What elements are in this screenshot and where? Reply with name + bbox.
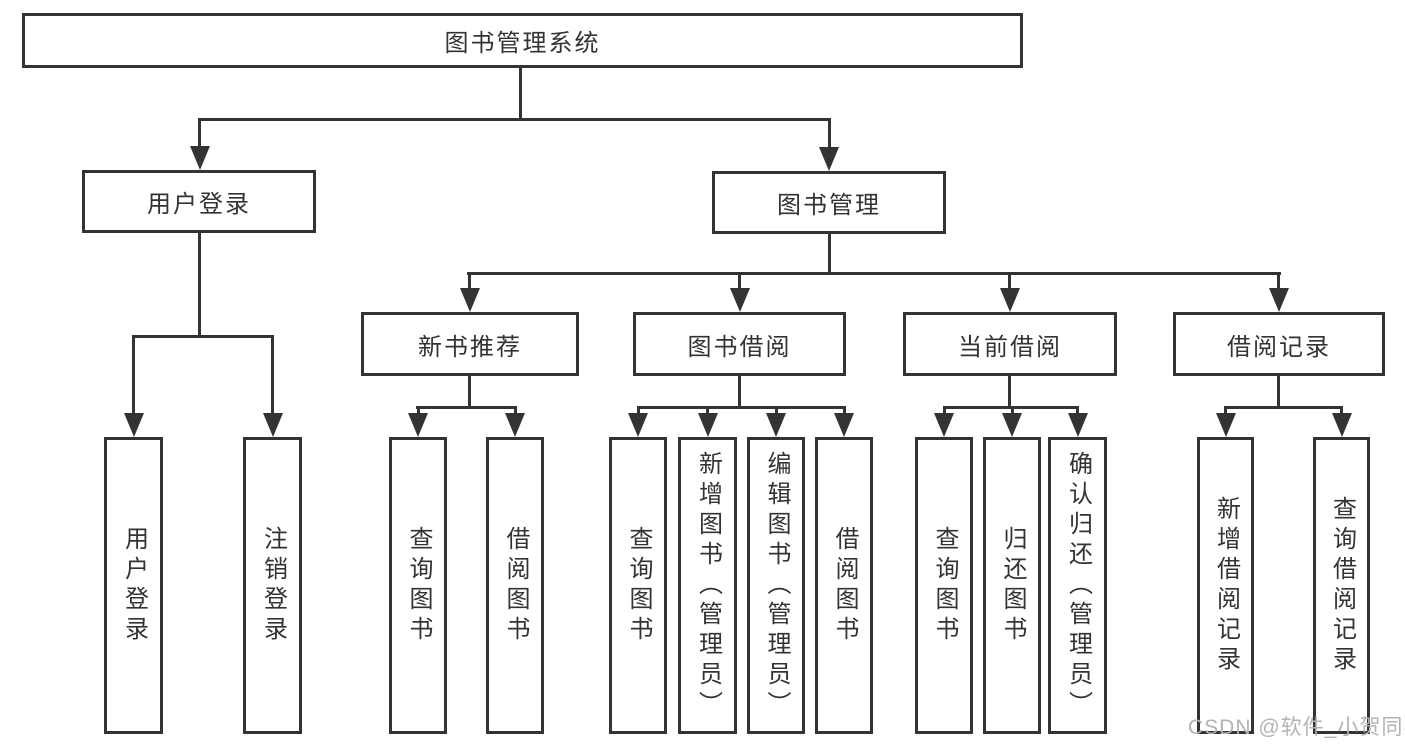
connector-line	[514, 406, 517, 417]
connector-line	[198, 118, 201, 148]
connector-line	[467, 272, 1281, 275]
leaf-logout: 注销登录	[243, 437, 302, 734]
node-new-book-recommend: 新书推荐	[361, 312, 579, 376]
connector-line	[1008, 376, 1011, 409]
connector-line	[1008, 272, 1011, 290]
node-current-borrowing: 当前借阅	[903, 312, 1117, 376]
arrow-down-icon	[505, 413, 525, 437]
arrow-down-icon	[1068, 413, 1088, 437]
connector-line	[132, 335, 274, 338]
connector-line	[132, 335, 135, 415]
connector-line	[1076, 406, 1079, 417]
leaf-borrowing-add-books-admin: 新增图书（管理员）	[678, 437, 737, 734]
arrow-down-icon	[819, 147, 839, 171]
connector-line	[1224, 406, 1227, 417]
leaf-recommend-borrow-books: 借阅图书	[486, 437, 544, 734]
connector-line	[198, 233, 201, 337]
arrow-down-icon	[263, 413, 283, 437]
leaf-user-login: 用户登录	[104, 437, 163, 734]
arrow-down-icon	[934, 413, 954, 437]
arrow-down-icon	[730, 288, 750, 312]
connector-line	[637, 406, 640, 417]
connector-line	[1011, 406, 1014, 417]
connector-line	[775, 406, 778, 417]
node-book-borrowing: 图书借阅	[633, 312, 846, 376]
connector-line	[637, 406, 846, 409]
connector-line	[1340, 406, 1343, 417]
arrow-down-icon	[1000, 288, 1020, 312]
arrow-down-icon	[1002, 413, 1022, 437]
leaf-current-return-books: 归还图书	[983, 437, 1041, 734]
connector-line	[738, 272, 741, 290]
csdn-watermark: CSDN @软件_小贺同学	[1188, 716, 1405, 739]
connector-line	[843, 406, 846, 417]
connector-line	[828, 118, 831, 149]
arrow-down-icon	[698, 413, 718, 437]
arrow-down-icon	[1332, 413, 1352, 437]
connector-line	[828, 234, 831, 275]
connector-line	[416, 406, 517, 409]
leaf-borrowing-edit-books-admin: 编辑图书（管理员）	[747, 437, 805, 734]
node-user-login: 用户登录	[82, 170, 316, 233]
connector-line	[271, 335, 274, 415]
leaf-borrowing-borrow-books: 借阅图书	[815, 437, 873, 734]
arrow-down-icon	[834, 413, 854, 437]
connector-line	[706, 406, 709, 417]
leaf-records-add-borrow-record: 新增借阅记录	[1197, 437, 1254, 734]
arrow-down-icon	[408, 413, 428, 437]
arrow-down-icon	[124, 413, 144, 437]
node-book-management: 图书管理	[712, 171, 946, 234]
connector-line	[198, 118, 831, 121]
leaf-records-query-borrow-record: 查询借阅记录	[1313, 437, 1370, 734]
leaf-current-confirm-return-admin: 确认归还（管理员）	[1048, 437, 1107, 734]
arrow-down-icon	[190, 146, 210, 170]
arrow-down-icon	[1269, 288, 1289, 312]
connector-line	[519, 68, 522, 121]
connector-line	[468, 272, 471, 290]
connector-line	[738, 376, 741, 409]
arrow-down-icon	[628, 413, 648, 437]
leaf-borrowing-query-books: 查询图书	[609, 437, 667, 734]
connector-line	[943, 406, 946, 417]
connector-line	[1277, 376, 1280, 409]
leaf-recommend-query-books: 查询图书	[389, 437, 447, 734]
connector-line	[468, 376, 471, 409]
arrow-down-icon	[1216, 413, 1236, 437]
node-library-system: 图书管理系统	[22, 13, 1023, 68]
arrow-down-icon	[460, 288, 480, 312]
connector-line	[1277, 272, 1280, 290]
connector-line	[1224, 406, 1343, 409]
connector-line	[417, 406, 420, 417]
arrow-down-icon	[766, 413, 786, 437]
node-borrow-records: 借阅记录	[1173, 312, 1385, 376]
leaf-current-query-books: 查询图书	[915, 437, 973, 734]
